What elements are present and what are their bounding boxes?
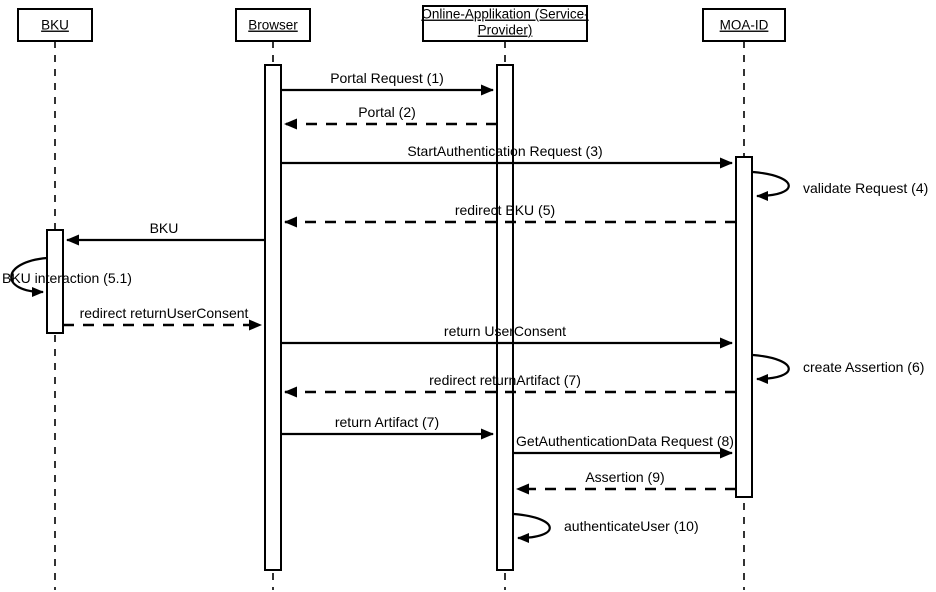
message-label-redirect-returnuserconsent: redirect returnUserConsent <box>80 305 249 321</box>
participant-label-bku: BKU <box>41 18 69 33</box>
message-label-return-userconsent: return UserConsent <box>444 323 566 339</box>
message-label-redirect-bku: redirect BKU (5) <box>455 202 555 218</box>
message-authenticateuser: authenticateUser (10) <box>513 512 699 543</box>
message-redirect-returnartifact: redirect returnArtifact (7) <box>284 372 736 398</box>
message-startauthentication-request: StartAuthentication Request (3) <box>281 143 733 169</box>
activation-browser <box>264 64 282 571</box>
participant-label-oa-line1: Online-Applikation (Service- <box>421 7 588 22</box>
participant-label-oa-line2: Provider) <box>478 23 533 38</box>
message-label-startauthentication-request: StartAuthentication Request (3) <box>407 143 602 159</box>
activation-moaid <box>735 156 753 498</box>
message-create-assertion: create Assertion (6) <box>752 353 924 384</box>
message-label-portal: Portal (2) <box>358 104 416 120</box>
message-bku-interaction: BKU interaction (5.1) <box>2 256 132 297</box>
activation-oa <box>496 64 514 571</box>
message-label-getauthenticationdata-request: GetAuthenticationData Request (8) <box>516 433 734 449</box>
participant-box-moaid[interactable] <box>702 8 786 42</box>
message-redirect-bku: redirect BKU (5) <box>284 202 736 228</box>
message-label-validate-request: validate Request (4) <box>803 180 928 196</box>
participant-box-browser[interactable] <box>235 8 311 42</box>
participant-box-oa[interactable] <box>422 5 588 42</box>
message-selfloop-create-assertion <box>752 353 790 384</box>
participant-box-bku[interactable] <box>17 8 93 42</box>
participant-label-browser: Browser <box>248 18 298 33</box>
message-selfloop-bku-interaction <box>10 256 48 297</box>
message-label-create-assertion: create Assertion (6) <box>803 359 924 375</box>
message-bku: BKU <box>66 220 265 246</box>
participant-headers: BKU Browser Online-Applikation (Service-… <box>17 5 786 42</box>
participant-label-moaid: MOA-ID <box>720 18 769 33</box>
message-return-userconsent: return UserConsent <box>281 323 733 349</box>
activation-bku <box>46 229 64 334</box>
activation-bars <box>46 64 753 571</box>
message-label-portal-request: Portal Request (1) <box>330 70 444 86</box>
participant-moaid[interactable]: MOA-ID <box>702 8 786 42</box>
message-label-return-artifact: return Artifact (7) <box>335 414 439 430</box>
message-redirect-returnuserconsent: redirect returnUserConsent <box>63 305 262 331</box>
message-selfloop-authenticateuser <box>513 512 551 543</box>
participant-oa[interactable]: Online-Applikation (Service- Provider) <box>421 5 589 42</box>
message-portal-request: Portal Request (1) <box>281 70 494 96</box>
message-label-assertion: Assertion (9) <box>585 469 664 485</box>
participant-bku[interactable]: BKU <box>17 8 93 42</box>
message-return-artifact: return Artifact (7) <box>281 414 494 440</box>
message-selfloop-validate-request <box>752 170 790 201</box>
message-assertion: Assertion (9) <box>516 469 736 495</box>
message-portal: Portal (2) <box>284 104 497 130</box>
message-label-bku: BKU <box>150 220 179 236</box>
message-getauthenticationdata-request: GetAuthenticationData Request (8) <box>513 433 734 459</box>
message-label-bku-interaction: BKU interaction (5.1) <box>2 270 132 286</box>
message-validate-request: validate Request (4) <box>752 170 928 201</box>
message-label-authenticateuser: authenticateUser (10) <box>564 518 699 534</box>
participant-browser[interactable]: Browser <box>235 8 311 42</box>
message-label-redirect-returnartifact: redirect returnArtifact (7) <box>429 372 581 388</box>
